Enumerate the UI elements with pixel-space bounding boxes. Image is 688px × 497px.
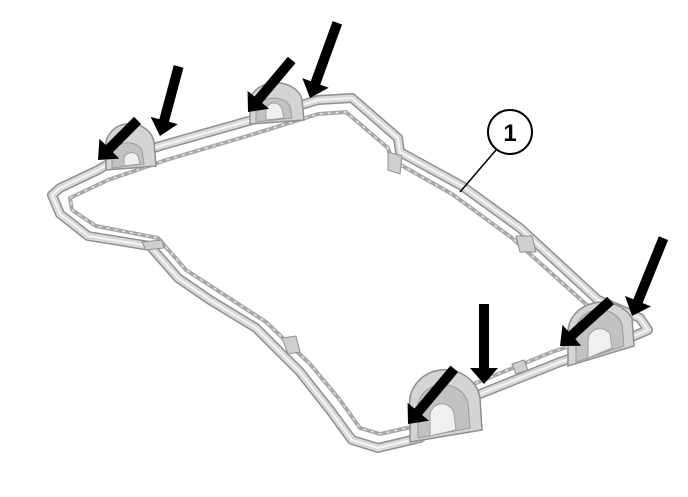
gasket-tab-bottom-left <box>281 335 301 355</box>
gasket-tab-right <box>515 235 537 253</box>
arrows <box>98 21 669 424</box>
arrow-icon <box>247 56 296 112</box>
callout-leader-line <box>459 149 497 193</box>
arrow-icon <box>407 365 459 424</box>
arrow-icon <box>150 65 184 136</box>
gasket-tab-bottom <box>511 359 529 375</box>
arrow-icon <box>625 236 669 316</box>
callout-label: 1 <box>503 120 516 147</box>
arrow-icon <box>98 116 142 160</box>
gasket-tab-left <box>141 239 165 251</box>
arrow-icon <box>302 21 343 98</box>
gasket-tab-top <box>387 151 403 175</box>
callout-1: 1 <box>459 109 533 193</box>
gasket-inner-rail-light <box>69 111 629 435</box>
callout-circle-icon <box>487 109 533 155</box>
arrow-icon <box>560 296 614 346</box>
arrow-icon <box>470 304 498 384</box>
